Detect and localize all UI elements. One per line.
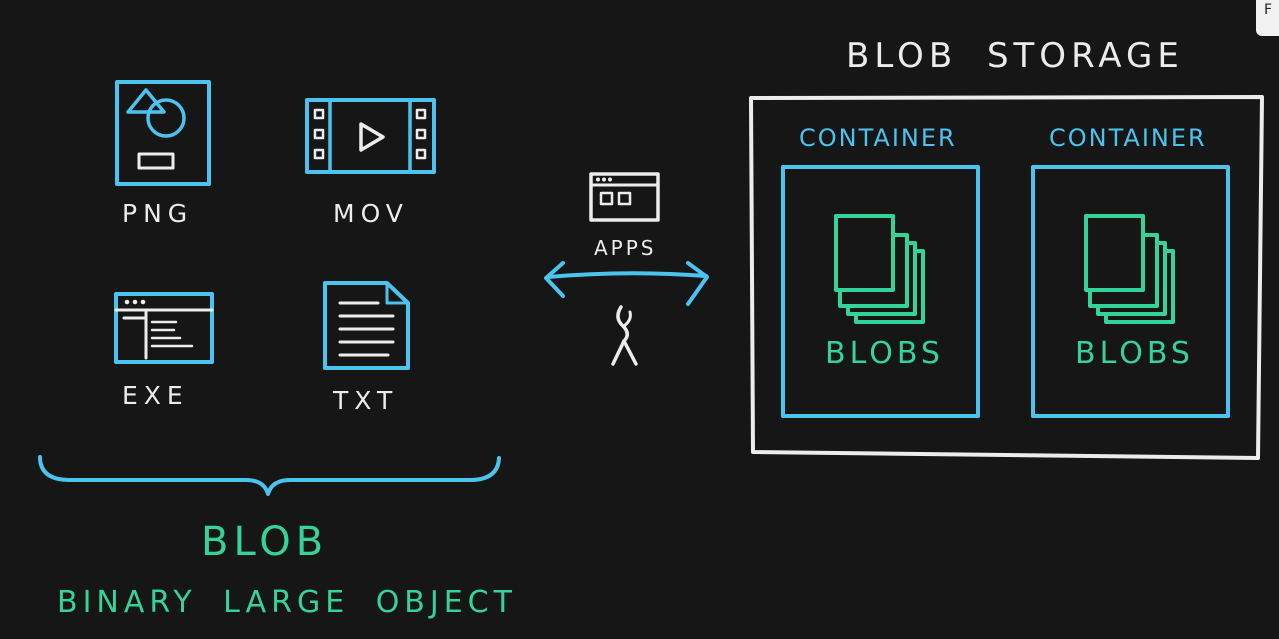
text-document-icon <box>323 281 410 370</box>
blob-subtitle: BINARY LARGE OBJECT <box>57 585 517 620</box>
file-label-txt: TXT <box>333 386 399 415</box>
corner-badge[interactable]: F <box>1256 0 1279 36</box>
blobs-label: BLOBS <box>1075 336 1194 371</box>
file-label-exe: EXE <box>122 381 189 410</box>
container-box <box>781 165 980 418</box>
apps-label: APPS <box>594 236 657 260</box>
file-label-mov: MOV <box>333 199 409 228</box>
double-arrow-icon <box>544 261 709 306</box>
image-file-icon <box>115 80 211 186</box>
stacked-pages-icon <box>1084 214 1175 324</box>
person-icon <box>611 305 638 366</box>
storage-title: BLOB STORAGE <box>846 36 1184 76</box>
file-label-png: PNG <box>122 199 194 228</box>
curly-brace <box>38 455 501 496</box>
container-label: CONTAINER <box>799 124 957 152</box>
blob-title: BLOB <box>201 519 329 565</box>
blobs-label: BLOBS <box>825 336 944 371</box>
browser-window-icon <box>589 172 660 222</box>
stacked-pages-icon <box>834 214 925 324</box>
film-strip-icon <box>305 98 436 174</box>
container-box <box>1031 165 1230 418</box>
storage-account-box <box>749 95 1264 460</box>
container-label: CONTAINER <box>1049 124 1207 152</box>
app-window-icon <box>114 292 214 364</box>
